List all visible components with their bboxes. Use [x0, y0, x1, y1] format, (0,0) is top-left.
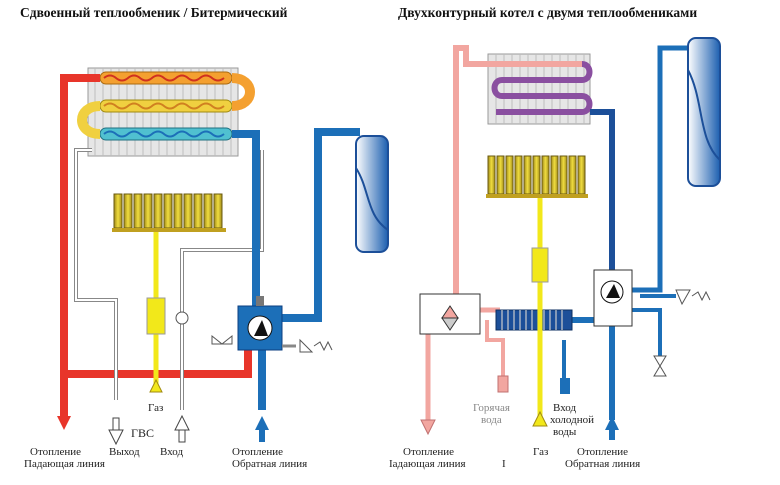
dhw-in-arrow-icon: [174, 414, 190, 431]
bypass-pipe: [64, 340, 252, 378]
right-gas-arrow-icon: [532, 410, 548, 427]
right-stray-label: I: [502, 458, 506, 470]
right-heat-exchanger: [487, 53, 593, 125]
left-dhw-label: ГВС: [131, 426, 154, 440]
plate-heat-exchanger: [495, 309, 573, 331]
right-supply-line-label: Iадающая линия: [389, 458, 466, 470]
right-return-arrow-icon: [605, 416, 619, 430]
heat-exchanger: [77, 67, 255, 157]
left-return-line-label: Обратная линия: [232, 458, 307, 470]
burner-row: [112, 193, 226, 232]
right-burner-row: [486, 155, 588, 198]
right-pump: [593, 269, 633, 327]
right-heating-return-label: Отопление: [577, 446, 628, 458]
left-heating-return-label: Отопление: [232, 446, 283, 458]
right-diagram: Горячая вода Вход холодной воды Газ Отоп…: [389, 37, 721, 470]
supply-arrow-icon: [57, 416, 71, 430]
left-supply-line-label: Падающая линия: [24, 458, 105, 470]
left-input-label: Вход: [160, 446, 183, 458]
right-supply-arrow-icon: [420, 419, 436, 436]
left-gas-label: Газ: [148, 402, 163, 414]
right-heating-label: Отопление: [403, 446, 454, 458]
right-title: Двухконтурный котел с двумя теплообменик…: [398, 5, 697, 20]
left-title: Сдвоенный теплообменик / Битермический: [20, 5, 288, 20]
three-way-valve: [419, 293, 481, 335]
right-expansion-tank: [687, 37, 721, 187]
return-arrow-icon: [255, 416, 269, 430]
right-cold-in-label: Вход: [553, 402, 576, 414]
left-output-label: Выход: [109, 446, 140, 458]
right-gas-label: Газ: [533, 446, 548, 458]
return-pipe: [232, 130, 260, 318]
right-hot-water-label: Горячая: [473, 402, 510, 414]
right-return-line-label: Обратная линия: [565, 458, 640, 470]
left-diagram: Газ ГВС Отопление Падающая линия Выход В…: [24, 67, 389, 470]
dhw-out-arrow-icon: [108, 429, 124, 446]
right-hot-water-label-2: вода: [481, 414, 502, 426]
pump: [237, 296, 283, 351]
left-heating-label: Отопление: [30, 446, 81, 458]
right-cold-in-label-3: воды: [553, 426, 577, 438]
expansion-tank: [355, 135, 389, 253]
supply-pipe: [60, 74, 100, 416]
right-cold-in-label-2: холодной: [550, 414, 594, 426]
